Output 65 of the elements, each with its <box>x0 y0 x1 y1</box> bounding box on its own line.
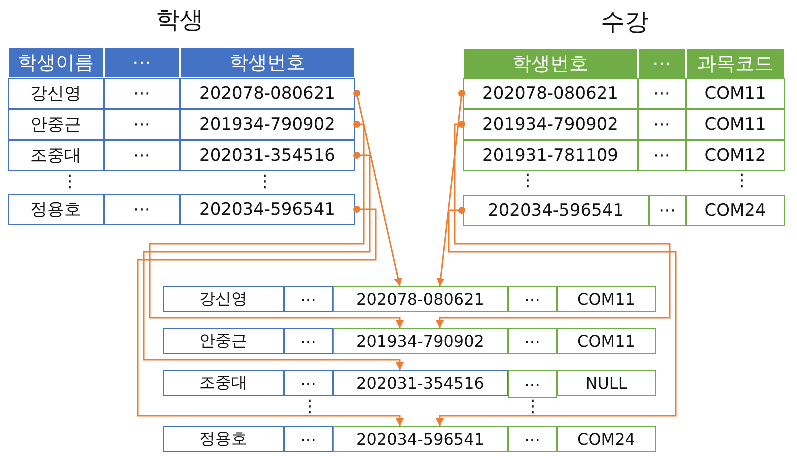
table-cell: ⋯ <box>104 194 180 225</box>
table-cell: COM12 <box>686 140 785 171</box>
table-cell: ⋯ <box>508 370 557 398</box>
table-cell: ⋯ <box>638 109 686 140</box>
table-cell: 201934-790902 <box>463 109 638 140</box>
arrow <box>143 152 404 370</box>
table-cell: 정용호 <box>163 426 284 452</box>
table-cell: 강신영 <box>8 78 104 109</box>
table-cell: 안중근 <box>163 328 284 354</box>
ellipsis-mark: ⋮ <box>302 397 318 417</box>
ellipsis-mark: ⋮ <box>734 171 750 191</box>
table-cell: 조중대 <box>163 370 284 396</box>
table-cell: 202031-354516 <box>333 370 508 396</box>
ellipsis-mark: ⋮ <box>520 171 536 191</box>
arrow <box>354 90 402 286</box>
table-cell: 201931-781109 <box>463 140 638 171</box>
table-cell: ⋯ <box>104 109 180 140</box>
column-header: 학생번호 <box>463 48 638 79</box>
column-header: 학생번호 <box>180 47 355 78</box>
table-cell: ⋯ <box>284 370 333 396</box>
table-cell: COM11 <box>686 78 785 109</box>
table-cell: ⋯ <box>104 78 180 109</box>
table-cell: ⋯ <box>284 426 333 452</box>
table-cell: COM11 <box>557 328 656 354</box>
table-cell: COM24 <box>557 426 656 452</box>
column-header: ⋯ <box>104 47 180 78</box>
ellipsis-mark: ⋮ <box>524 397 542 417</box>
table-cell: ⋯ <box>508 328 557 354</box>
table-cell: 201934-790902 <box>180 109 355 140</box>
table-cell: 202078-080621 <box>180 78 355 109</box>
column-header: 과목코드 <box>686 48 785 79</box>
table-cell: COM11 <box>557 286 656 312</box>
ellipsis-mark: ⋮ <box>256 172 274 192</box>
column-header: ⋯ <box>638 48 686 79</box>
table-cell: ⋯ <box>649 195 686 226</box>
table-cell: COM11 <box>686 109 785 140</box>
table-cell: ⋯ <box>638 140 686 171</box>
table-cell: 202034-596541 <box>333 426 508 452</box>
table-cell: 조중대 <box>8 140 104 171</box>
table-cell: 정용호 <box>8 194 104 225</box>
arrow <box>436 207 677 426</box>
table-title: 수강 <box>601 7 649 38</box>
table-cell: 202034-596541 <box>180 194 355 225</box>
arrow <box>436 90 466 286</box>
table-cell: ⋯ <box>508 286 557 312</box>
table-cell: ⋯ <box>104 140 180 171</box>
table-cell: COM24 <box>686 195 785 226</box>
column-header: 학생이름 <box>8 47 104 78</box>
arrow <box>149 121 404 328</box>
table-cell: ⋯ <box>508 426 557 452</box>
table-cell: 201934-790902 <box>333 328 508 354</box>
table-cell: 202078-080621 <box>333 286 508 312</box>
table-cell: ⋯ <box>638 78 686 109</box>
table-title: 학생 <box>156 5 204 36</box>
table-cell: 강신영 <box>163 286 284 312</box>
table-cell: 202034-596541 <box>463 195 649 226</box>
arrow <box>137 206 404 426</box>
table-cell: 202031-354516 <box>180 140 355 171</box>
ellipsis-mark: ⋮ <box>62 172 78 192</box>
arrow <box>436 121 671 328</box>
table-cell: 202078-080621 <box>463 78 638 109</box>
table-cell: 안중근 <box>8 109 104 140</box>
table-cell: ⋯ <box>284 328 333 354</box>
table-cell: ⋯ <box>284 286 333 312</box>
table-cell: NULL <box>557 370 656 396</box>
